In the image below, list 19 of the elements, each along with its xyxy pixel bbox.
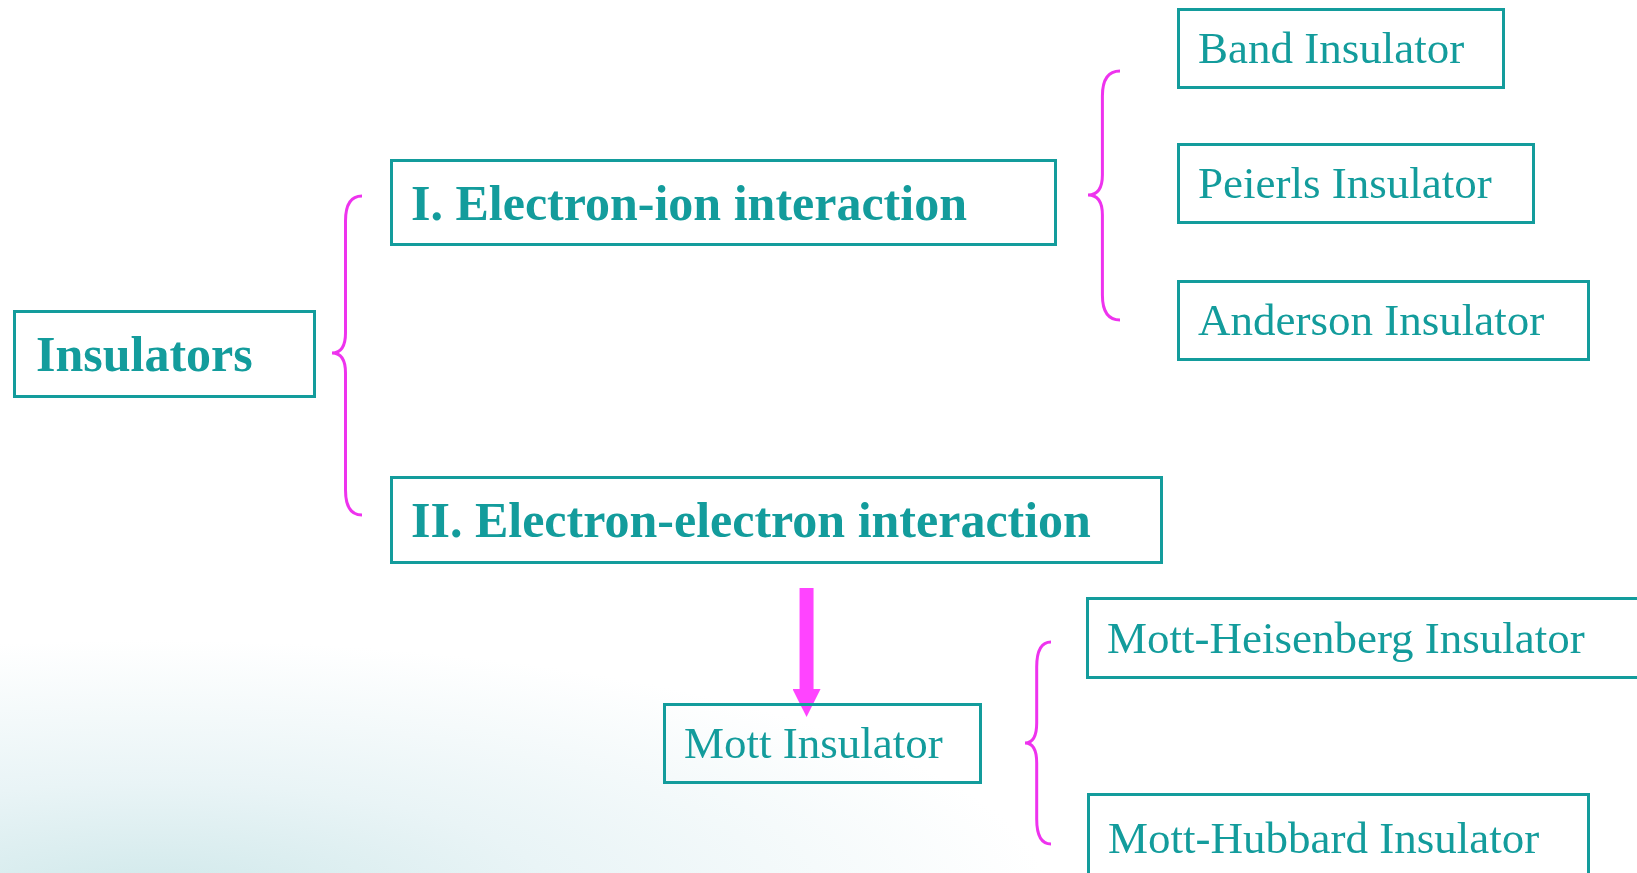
category-box bbox=[1177, 8, 1505, 89]
category-label: Mott Insulator bbox=[684, 721, 943, 766]
category-label: Band Insulator bbox=[1198, 26, 1465, 71]
category-box bbox=[1177, 280, 1590, 361]
category-box bbox=[13, 310, 316, 398]
category-box bbox=[390, 476, 1163, 564]
category-box bbox=[663, 703, 982, 784]
category-label: Anderson Insulator bbox=[1198, 298, 1545, 343]
arrow bbox=[792, 588, 821, 717]
category-label: Insulators bbox=[36, 329, 253, 379]
category-label: Mott-Hubbard Insulator bbox=[1108, 815, 1540, 861]
category-label: II. Electron-electron interaction bbox=[411, 495, 1091, 545]
category-box bbox=[390, 159, 1057, 246]
category-label: I. Electron-ion interaction bbox=[411, 177, 967, 228]
category-box bbox=[1177, 143, 1535, 224]
category-label: Mott-Heisenberg Insulator bbox=[1107, 615, 1585, 661]
category-label: Peierls Insulator bbox=[1198, 161, 1492, 206]
category-box bbox=[1086, 597, 1637, 679]
category-box bbox=[1087, 793, 1590, 873]
